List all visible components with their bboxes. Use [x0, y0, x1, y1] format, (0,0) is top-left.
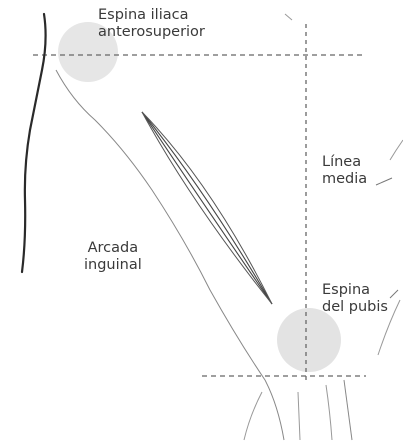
- outline-stroke: [244, 392, 262, 440]
- label-linea-line1: Línea: [322, 154, 367, 171]
- label-arcada-inguinal: Arcada inguinal: [84, 240, 142, 274]
- label-pubis-line1: Espina: [322, 282, 388, 299]
- label-asis: Espina iliaca anterosuperior: [98, 7, 205, 41]
- pubis-leader: [390, 290, 398, 298]
- label-arcada-line1: Arcada: [84, 240, 142, 257]
- label-asis-line2: anterosuperior: [98, 24, 205, 41]
- outline-stroke: [298, 392, 300, 440]
- body-contour: [22, 14, 46, 272]
- label-espina-pubis: Espina del pubis: [322, 282, 388, 316]
- label-linea-line2: media: [322, 171, 367, 188]
- outline-stroke: [390, 140, 403, 160]
- pubic-spine-landmark: [277, 308, 341, 372]
- label-arcada-line2: inguinal: [84, 257, 142, 274]
- inguinal-ligament-fiber: [142, 112, 272, 304]
- label-linea-media: Línea media: [322, 154, 367, 188]
- outline-stroke: [344, 380, 352, 440]
- label-asis-line1: Espina iliaca: [98, 7, 205, 24]
- outline-stroke: [285, 14, 292, 20]
- label-pubis-line2: del pubis: [322, 299, 388, 316]
- linea-leader: [376, 178, 392, 185]
- outline-stroke: [326, 385, 332, 440]
